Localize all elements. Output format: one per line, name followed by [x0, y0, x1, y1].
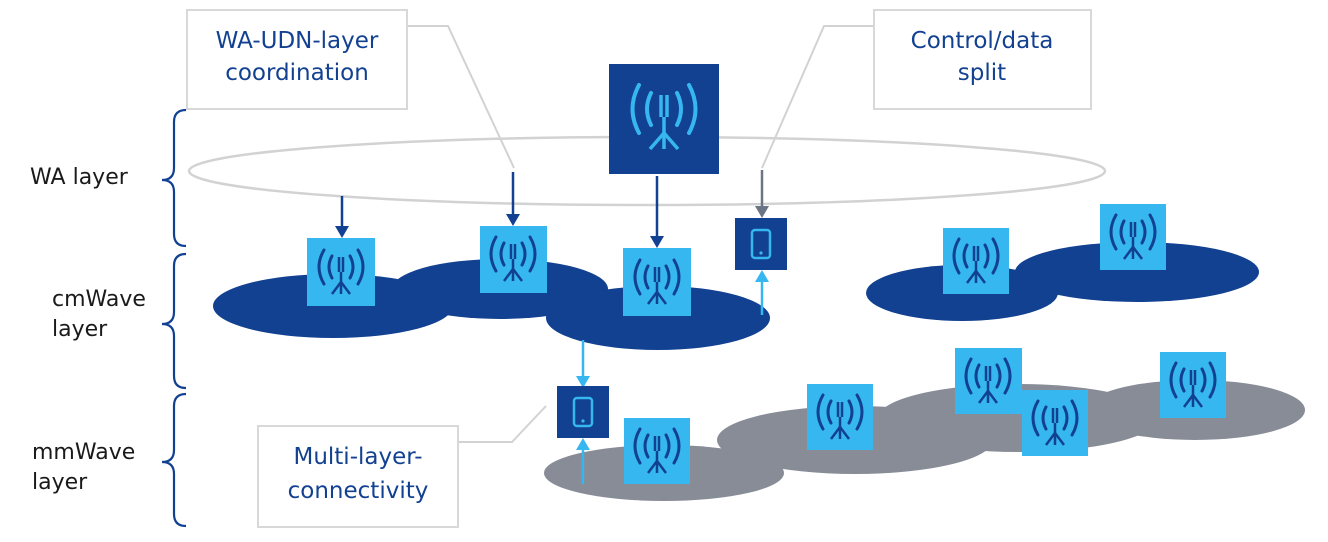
- cyan-arrows: [576, 270, 769, 484]
- cm-cell-1: [307, 238, 375, 306]
- cmwave-cells-right: [866, 242, 1259, 321]
- cmwave-layer-label: cmWave: [52, 287, 146, 312]
- cm-cell-3: [623, 248, 691, 316]
- wa-layer-bracket: [161, 108, 187, 248]
- cmwave-layer-bracket: [161, 252, 187, 390]
- cm-cell-5: [1100, 204, 1166, 270]
- mmwave-layer-label-line2: layer: [32, 470, 88, 495]
- mmwave-layer-bracket: [161, 392, 187, 528]
- cmwave-layer-label-line2: layer: [52, 317, 108, 342]
- mm-cell-3: [955, 348, 1022, 414]
- split-leader: [761, 25, 874, 169]
- coordination-callout-line1: WA-UDN-layer: [216, 28, 379, 54]
- mmwave-layer-label: mmWave: [32, 440, 135, 465]
- multilayer-leader: [458, 405, 547, 443]
- cm-cell-4: [943, 228, 1009, 294]
- mmwave-small-cells: [624, 348, 1226, 484]
- split-callout-line1: Control/data: [911, 28, 1054, 54]
- mm-cell-4: [1022, 390, 1088, 456]
- callout-leaders: [408, 25, 874, 443]
- multilayer-callout-line2: connectivity: [288, 478, 429, 504]
- device-mmwave: [557, 386, 609, 438]
- mm-cell-5: [1160, 352, 1226, 418]
- coordination-callout-line2: coordination: [225, 60, 369, 86]
- layer-brackets: [161, 108, 187, 528]
- mm-cell-2: [807, 384, 873, 450]
- device-cmwave: [735, 218, 787, 270]
- cm-cell-2: [480, 226, 547, 293]
- coordination-callout: WA-UDN-layer coordination: [186, 9, 408, 110]
- cmwave-small-cells: [307, 204, 1166, 316]
- wa-base-station: [609, 64, 719, 174]
- coordination-leader: [408, 25, 515, 169]
- wa-layer-label: WA layer: [30, 165, 129, 190]
- split-callout: Control/data split: [873, 9, 1092, 110]
- wa-to-cm-arrows: [335, 170, 769, 248]
- multilayer-callout: Multi-layer- connectivity: [257, 425, 459, 528]
- multilayer-callout-line1: Multi-layer-: [293, 444, 422, 470]
- mm-cell-1: [624, 418, 690, 484]
- split-callout-line2: split: [958, 60, 1006, 86]
